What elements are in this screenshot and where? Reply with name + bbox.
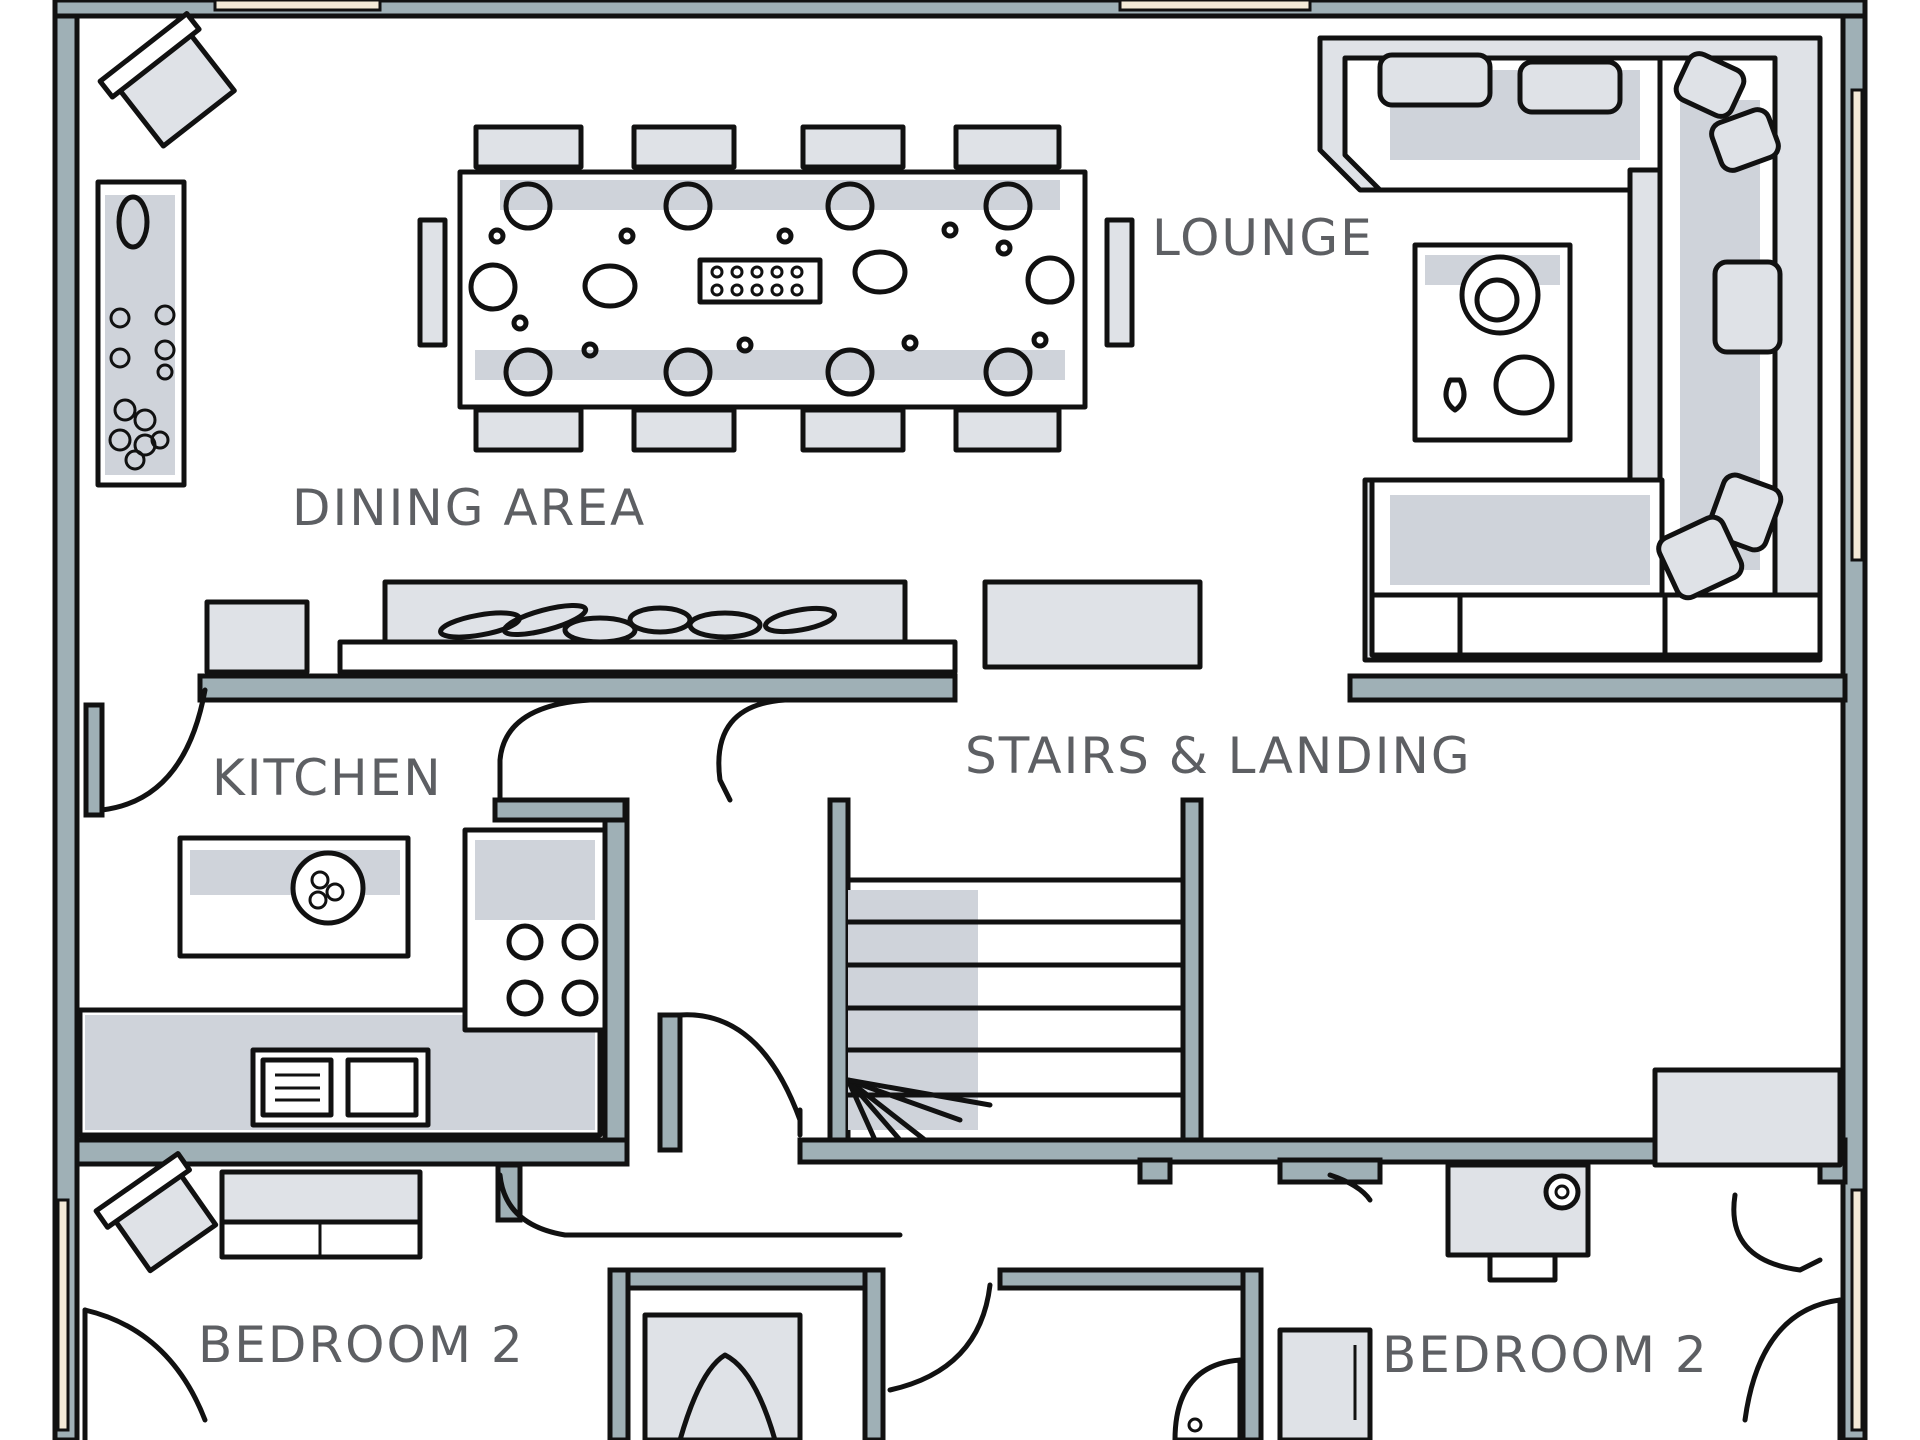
armchair — [97, 11, 237, 149]
sideboard — [95, 179, 187, 488]
kitchen-counter — [77, 827, 608, 1138]
kitchen-island — [177, 835, 411, 959]
room-label-bedroom-right: BEDROOM 2 — [1382, 1326, 1709, 1384]
bedroom-left-furniture — [93, 1151, 423, 1274]
room-label-bedroom-left: BEDROOM 2 — [198, 1316, 525, 1374]
counter-with-produce — [337, 579, 958, 675]
room-label-dining-area: DINING AREA — [292, 479, 646, 537]
room-label-lounge: LOUNGE — [1152, 209, 1374, 267]
windows — [56, 0, 1864, 1432]
side-cabinet — [204, 599, 310, 675]
bench — [982, 579, 1203, 670]
landing-cabinet — [1652, 1067, 1843, 1168]
sectional-sofa — [1317, 35, 1823, 663]
dining-table — [417, 124, 1135, 453]
staircase — [845, 877, 1186, 1143]
coffee-table — [1412, 242, 1573, 443]
room-label-stairs-landing: STAIRS & LANDING — [965, 727, 1472, 785]
room-label-kitchen: KITCHEN — [212, 749, 443, 807]
bedroom-cupboard — [642, 1312, 803, 1440]
doors — [82, 687, 1843, 1440]
bathroom-fixture — [1172, 1327, 1373, 1440]
washing-machine — [1445, 1162, 1591, 1283]
